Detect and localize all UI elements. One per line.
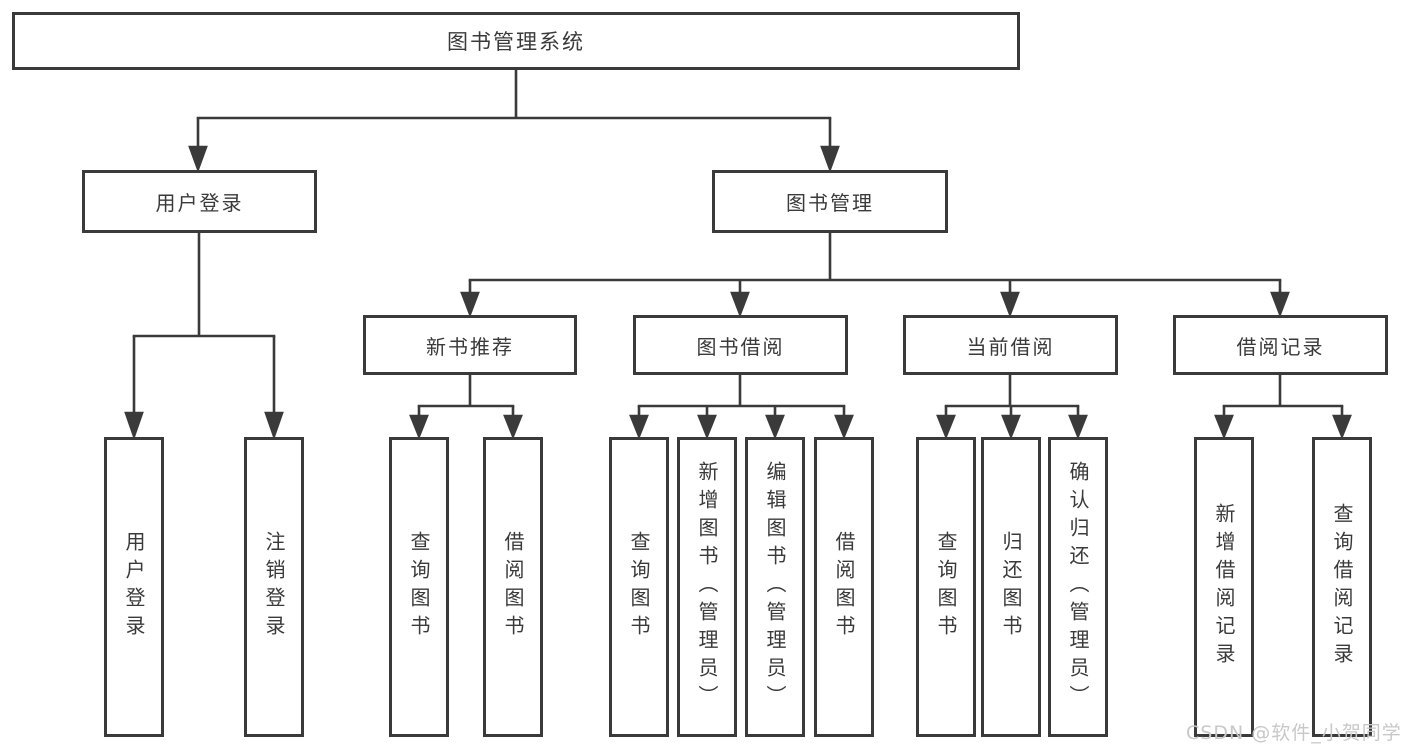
node-label: 新增借阅记录 bbox=[1212, 503, 1236, 671]
leaf-logout: 注销登录 bbox=[244, 437, 304, 737]
node-label: 查询图书 bbox=[934, 531, 958, 643]
node-label: 查询借阅记录 bbox=[1330, 503, 1354, 671]
leaf-edit-books-admin: 编辑图书（管理员） bbox=[745, 437, 805, 737]
csdn-watermark: CSDN @软件_小贺同学 bbox=[1186, 722, 1402, 744]
node-label: 借阅图书 bbox=[832, 531, 856, 643]
node-label: 借阅图书 bbox=[501, 531, 525, 643]
node-book-borrowing: 图书借阅 bbox=[633, 315, 848, 375]
leaf-query-books: 查询图书 bbox=[916, 437, 976, 737]
node-label: 查询图书 bbox=[407, 531, 431, 643]
node-label: 用户登录 bbox=[122, 531, 146, 643]
node-library-management-system: 图书管理系统 bbox=[12, 12, 1020, 70]
leaf-confirm-return-admin: 确认归还（管理员） bbox=[1048, 437, 1108, 737]
leaf-borrow-books: 借阅图书 bbox=[483, 437, 543, 737]
node-borrowing-records: 借阅记录 bbox=[1173, 315, 1388, 375]
node-label: 新增图书（管理员） bbox=[695, 461, 719, 713]
leaf-user-login: 用户登录 bbox=[104, 437, 164, 737]
leaf-return-books: 归还图书 bbox=[981, 437, 1041, 737]
leaf-add-books-admin: 新增图书（管理员） bbox=[677, 437, 737, 737]
node-new-book-recommendation: 新书推荐 bbox=[363, 315, 577, 375]
node-label: 注销登录 bbox=[262, 531, 286, 643]
node-label: 查询图书 bbox=[627, 531, 651, 643]
leaf-add-borrow-record: 新增借阅记录 bbox=[1194, 437, 1254, 737]
leaf-query-borrow-record: 查询借阅记录 bbox=[1312, 437, 1372, 737]
leaf-query-books: 查询图书 bbox=[389, 437, 449, 737]
leaf-query-books: 查询图书 bbox=[609, 437, 669, 737]
node-label: 确认归还（管理员） bbox=[1066, 461, 1090, 713]
node-user-login: 用户登录 bbox=[82, 170, 317, 233]
node-label: 编辑图书（管理员） bbox=[763, 461, 787, 713]
node-label: 归还图书 bbox=[999, 531, 1023, 643]
node-book-management: 图书管理 bbox=[712, 170, 948, 233]
leaf-borrow-books: 借阅图书 bbox=[814, 437, 874, 737]
node-current-borrowing: 当前借阅 bbox=[903, 315, 1118, 375]
